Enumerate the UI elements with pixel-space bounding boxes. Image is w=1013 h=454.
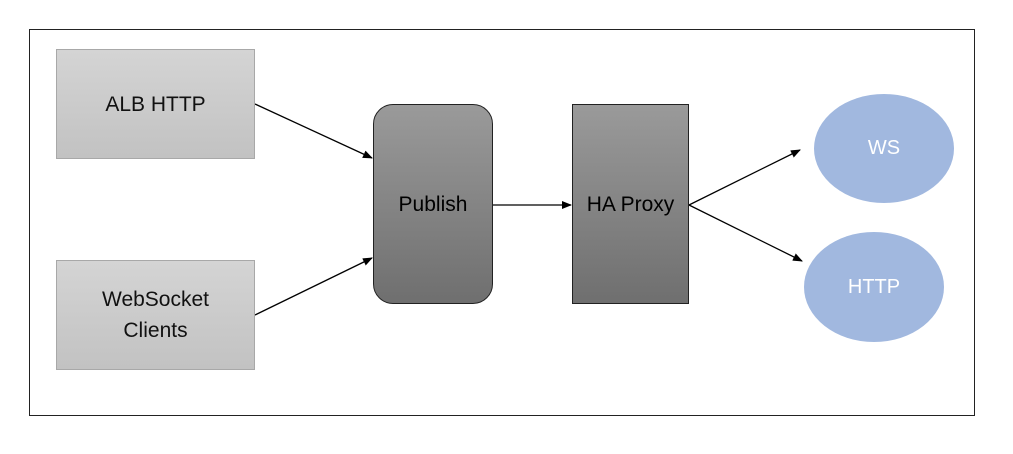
ha-proxy-label: HA Proxy (586, 192, 675, 216)
diagram-frame (29, 29, 975, 416)
http-label: HTTP (847, 275, 901, 298)
ha-proxy-box: HA Proxy (572, 104, 689, 304)
alb-http-label: ALB HTTP (105, 92, 206, 116)
http-oval: HTTP (804, 232, 944, 342)
alb-http-box: ALB HTTP (56, 49, 255, 159)
ws-label: WS (867, 137, 901, 159)
websocket-clients-label: WebSocket Clients (102, 288, 209, 342)
websocket-clients-box: WebSocket Clients (56, 260, 255, 370)
publish-box: Publish (373, 104, 493, 304)
publish-label: Publish (398, 192, 468, 216)
ws-oval: WS (814, 94, 954, 203)
